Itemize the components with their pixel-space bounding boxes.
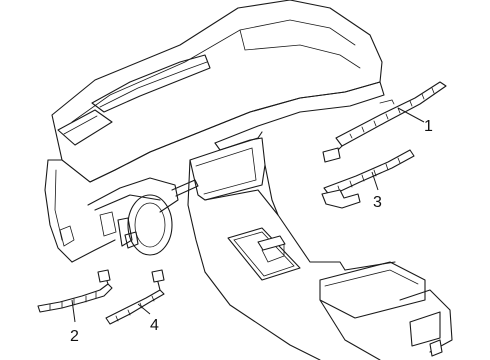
center-stack <box>187 131 279 273</box>
leader-line-3 <box>371 171 379 191</box>
callout-1: 1 <box>424 118 433 135</box>
steering-column <box>59 177 199 256</box>
part-2-ambient-light-strip <box>37 269 113 313</box>
dashboard-outline <box>44 0 385 263</box>
leader-line-4 <box>137 303 151 315</box>
part-4-ambient-light-strip <box>105 269 165 325</box>
callout-3: 3 <box>373 194 382 211</box>
center-console <box>204 189 453 360</box>
part-1-ambient-light-strip <box>322 81 447 163</box>
callout-4: 4 <box>150 317 159 334</box>
leader-line-1 <box>397 107 425 123</box>
leader-line-2 <box>71 299 76 323</box>
part-3-ambient-light-strip <box>321 149 415 209</box>
leader-lines <box>71 107 425 323</box>
callout-2: 2 <box>70 328 79 345</box>
